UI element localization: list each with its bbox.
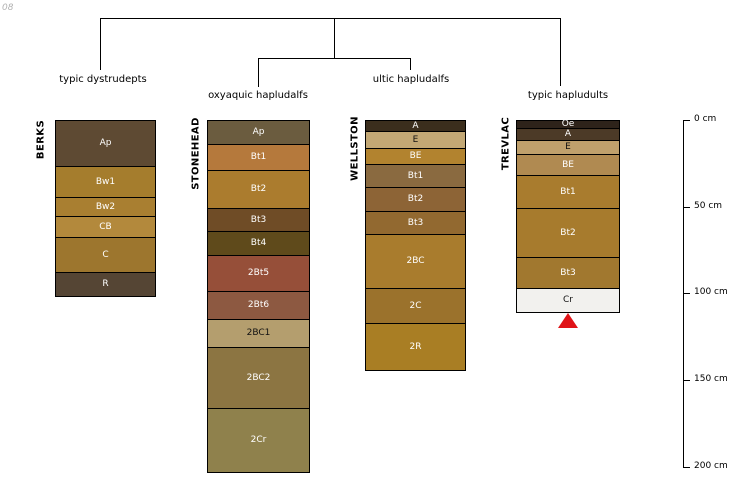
- series-name-trevlac: TREVLAC: [500, 116, 512, 171]
- depth-tick-50: [684, 207, 690, 208]
- tree-branch-wellston: [410, 58, 411, 70]
- horizon-Bt2: Bt2: [366, 187, 465, 211]
- horizon-Bt2: Bt2: [208, 170, 309, 208]
- tree-branch-stonehead: [258, 58, 259, 87]
- horizon-2Bt5: 2Bt5: [208, 255, 309, 291]
- depth-tick-150: [684, 380, 690, 381]
- tree-branch-mid: [334, 18, 335, 58]
- horizon-Bt3: Bt3: [208, 208, 309, 231]
- depth-label-0: 0 cm: [694, 114, 717, 124]
- depth-axis: [683, 120, 684, 468]
- horizon-Bw1: Bw1: [56, 166, 155, 197]
- tree-subcluster-line: [258, 58, 411, 59]
- horizon-Bt1: Bt1: [366, 164, 465, 187]
- tree-branch-berks: [100, 18, 101, 70]
- depth-label-50: 50 cm: [694, 201, 723, 211]
- horizon-Ap: Ap: [56, 121, 155, 166]
- red-triangle-marker: [558, 313, 578, 328]
- horizon-CB: CB: [56, 216, 155, 237]
- horizon-2BC1: 2BC1: [208, 319, 309, 347]
- depth-tick-100: [684, 293, 690, 294]
- depth-label-200: 200 cm: [694, 461, 728, 471]
- classification-label-stonehead: oxyaquic hapludalfs: [208, 90, 308, 101]
- series-name-stonehead: STONEHEAD: [190, 117, 202, 190]
- horizon-2Cr: 2Cr: [208, 408, 309, 472]
- horizon-BE: BE: [517, 154, 619, 175]
- horizon-E: E: [366, 131, 465, 148]
- horizon-Bt2: Bt2: [517, 208, 619, 257]
- horizon-Oe: Oe: [517, 120, 619, 129]
- horizon-Ap: Ap: [208, 121, 309, 144]
- classification-label-berks: typic dystrudepts: [59, 74, 147, 85]
- horizon-2BC: 2BC: [366, 234, 465, 288]
- horizon-BE: BE: [366, 148, 465, 164]
- figure-number: 08: [2, 3, 14, 13]
- horizon-2Bt6: 2Bt6: [208, 291, 309, 319]
- classification-label-wellston: ultic hapludalfs: [372, 74, 450, 85]
- tree-branch-trevlac: [560, 18, 561, 86]
- classification-label-trevlac: typic hapludults: [527, 90, 609, 101]
- depth-tick-200: [684, 467, 690, 468]
- depth-label-100: 100 cm: [694, 287, 728, 297]
- horizon-R: R: [56, 272, 155, 296]
- depth-label-150: 150 cm: [694, 374, 728, 384]
- depth-tick-0: [684, 120, 690, 121]
- horizon-Bt1: Bt1: [517, 175, 619, 208]
- series-name-wellston: WELLSTON: [349, 116, 361, 181]
- horizon-A: A: [366, 121, 465, 131]
- tree-root-line: [100, 18, 561, 19]
- horizon-Bt3: Bt3: [366, 211, 465, 234]
- horizon-2R: 2R: [366, 323, 465, 370]
- horizon-Cr: Cr: [517, 288, 619, 312]
- horizon-C: C: [56, 237, 155, 272]
- horizon-Bw2: Bw2: [56, 197, 155, 216]
- horizon-E: E: [517, 140, 619, 154]
- horizon-A: A: [517, 128, 619, 140]
- horizon-Bt3: Bt3: [517, 257, 619, 288]
- horizon-Bt4: Bt4: [208, 231, 309, 255]
- horizon-2BC2: 2BC2: [208, 347, 309, 408]
- horizon-Bt1: Bt1: [208, 144, 309, 170]
- horizon-2C: 2C: [366, 288, 465, 323]
- series-name-berks: BERKS: [35, 119, 47, 160]
